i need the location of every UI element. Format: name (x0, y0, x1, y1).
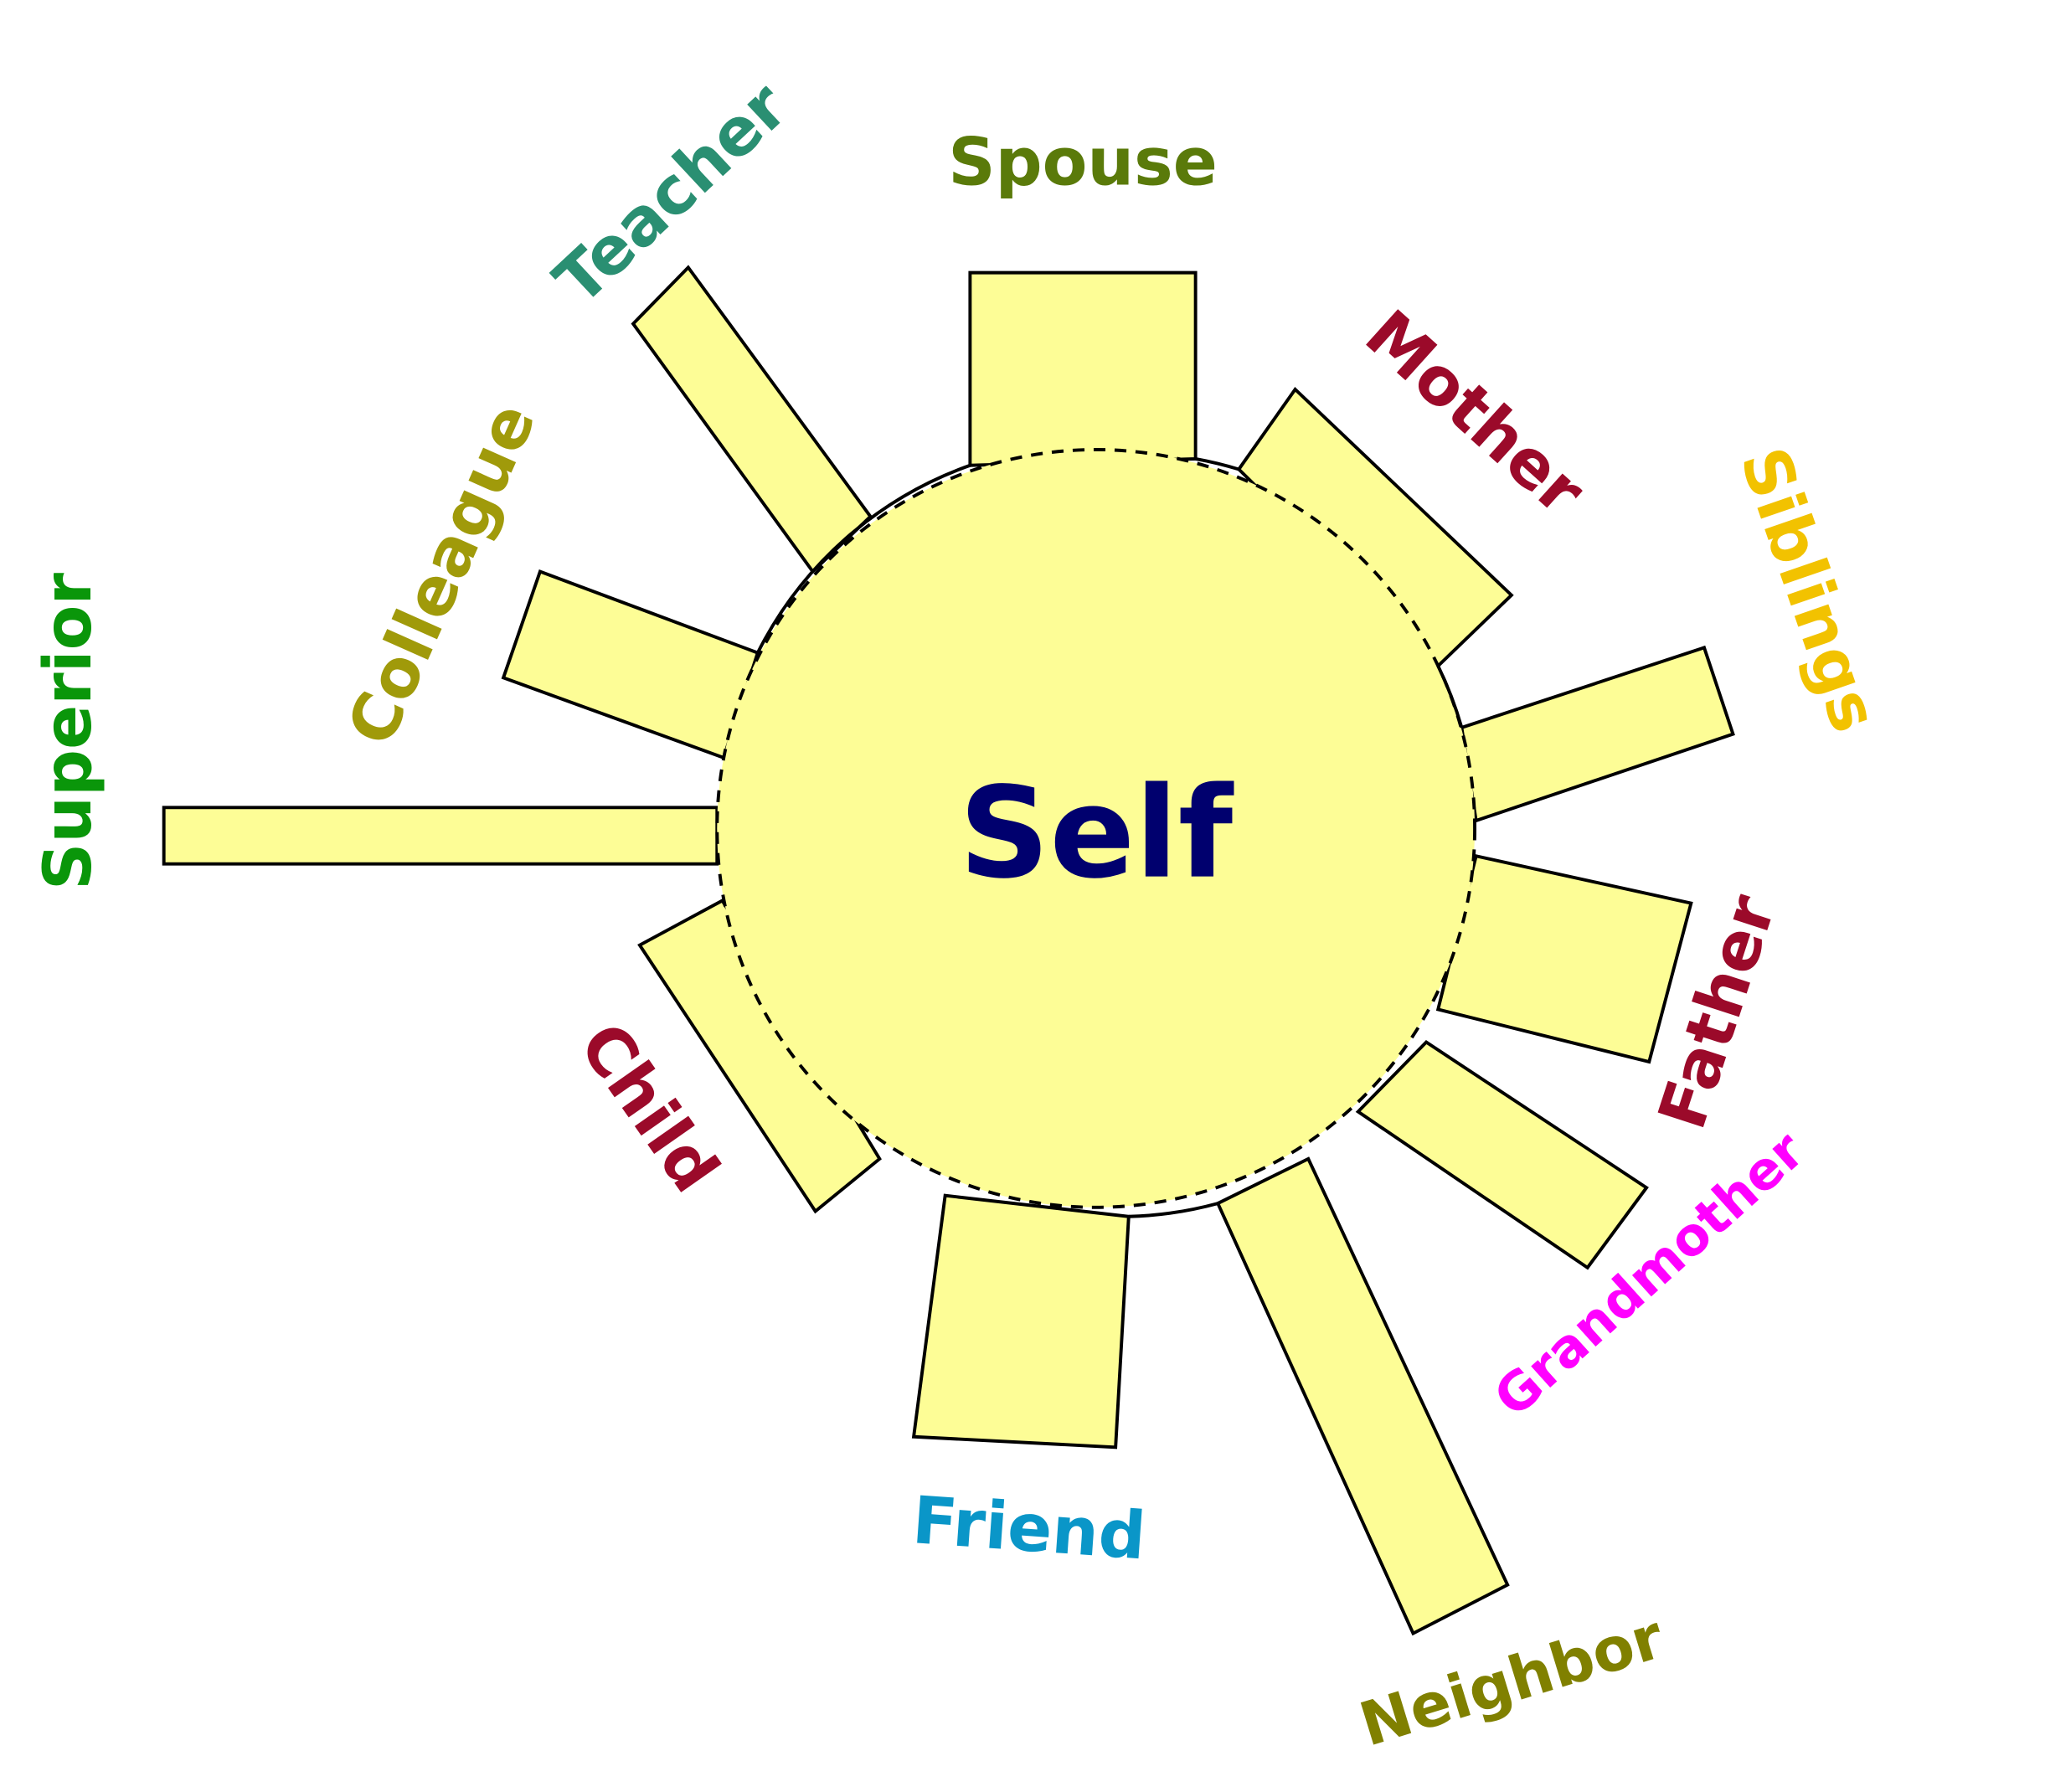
bar-colleague (501, 569, 760, 760)
label-teacher: Teacher (540, 68, 802, 320)
bar-teacher (631, 265, 873, 574)
label-siblings: Siblings (1725, 439, 1893, 742)
self-circle-dashed-outline (715, 448, 1477, 1209)
bar-spouse (968, 270, 1198, 467)
label-friend: Friend (910, 1482, 1148, 1574)
self-circle-solid-outline (756, 456, 1464, 1218)
bar-friend (911, 1193, 1131, 1450)
bar-superior (162, 806, 719, 866)
bar-siblings (1460, 645, 1735, 823)
label-spouse: Spouse (948, 125, 1218, 201)
label-colleague: Colleague (332, 392, 550, 756)
bar-grandmother (1355, 1040, 1649, 1270)
bar-father (1435, 853, 1693, 1064)
label-neighbor: Neighbor (1352, 1601, 1672, 1760)
self-circle (717, 449, 1476, 1208)
label-superior: Superior (30, 573, 106, 890)
bar-neighbor (1215, 1156, 1510, 1636)
self-label: Self (959, 761, 1234, 907)
